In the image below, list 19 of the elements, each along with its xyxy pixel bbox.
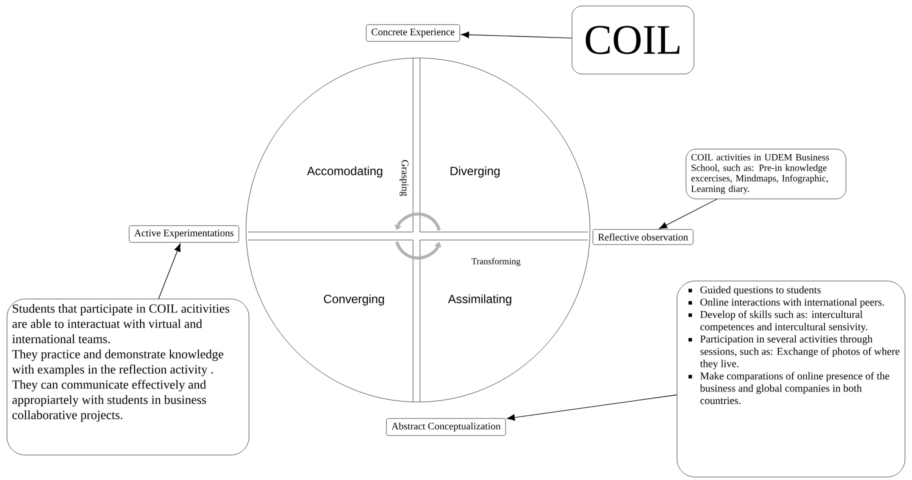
quadrant-label: Diverging	[450, 166, 500, 178]
stage-box: Active Experimentations	[128, 225, 240, 243]
note-box: COIL activities in UDEM Business School, such as: Pre-in knowledge excercises, Mindmaps, Infographic, Learning diary.	[686, 148, 846, 200]
quadrant-label: Converging	[324, 294, 384, 306]
axis-label: Grasping	[400, 160, 408, 196]
arrow	[506, 394, 678, 421]
title-box: COIL	[572, 6, 694, 74]
stage-box: Reflective observation	[592, 229, 694, 245]
arrow	[659, 198, 718, 229]
cycle-circle	[246, 58, 590, 402]
quadrant-label: Assimilating	[448, 294, 512, 306]
arrow	[461, 32, 572, 38]
activity-list-box: Guided questions to students Online interactions with international peers. Develop of skills such as: intercultural competences and intercultural sensivity. Participation in several activities through sessions, such as: Exchange of photos of where they live. Make comparations of online presence of the business and global companies in both countries.	[676, 280, 906, 478]
arrow	[158, 244, 181, 300]
outcome-box: Students that participate in COIL acitivities are able to interactuat with virtual and international teams. They practice and demonstrate knowledge with examples in the reflection activity . They can communicate effectively and appropiartely with students in business collaborative projects.	[6, 298, 250, 456]
stage-box: Abstract Conceptualization	[386, 418, 506, 436]
axis-label: Transforming	[472, 258, 520, 266]
quadrant-label: Accomodating	[307, 166, 382, 178]
concept-box: Concrete Experience	[366, 24, 460, 42]
